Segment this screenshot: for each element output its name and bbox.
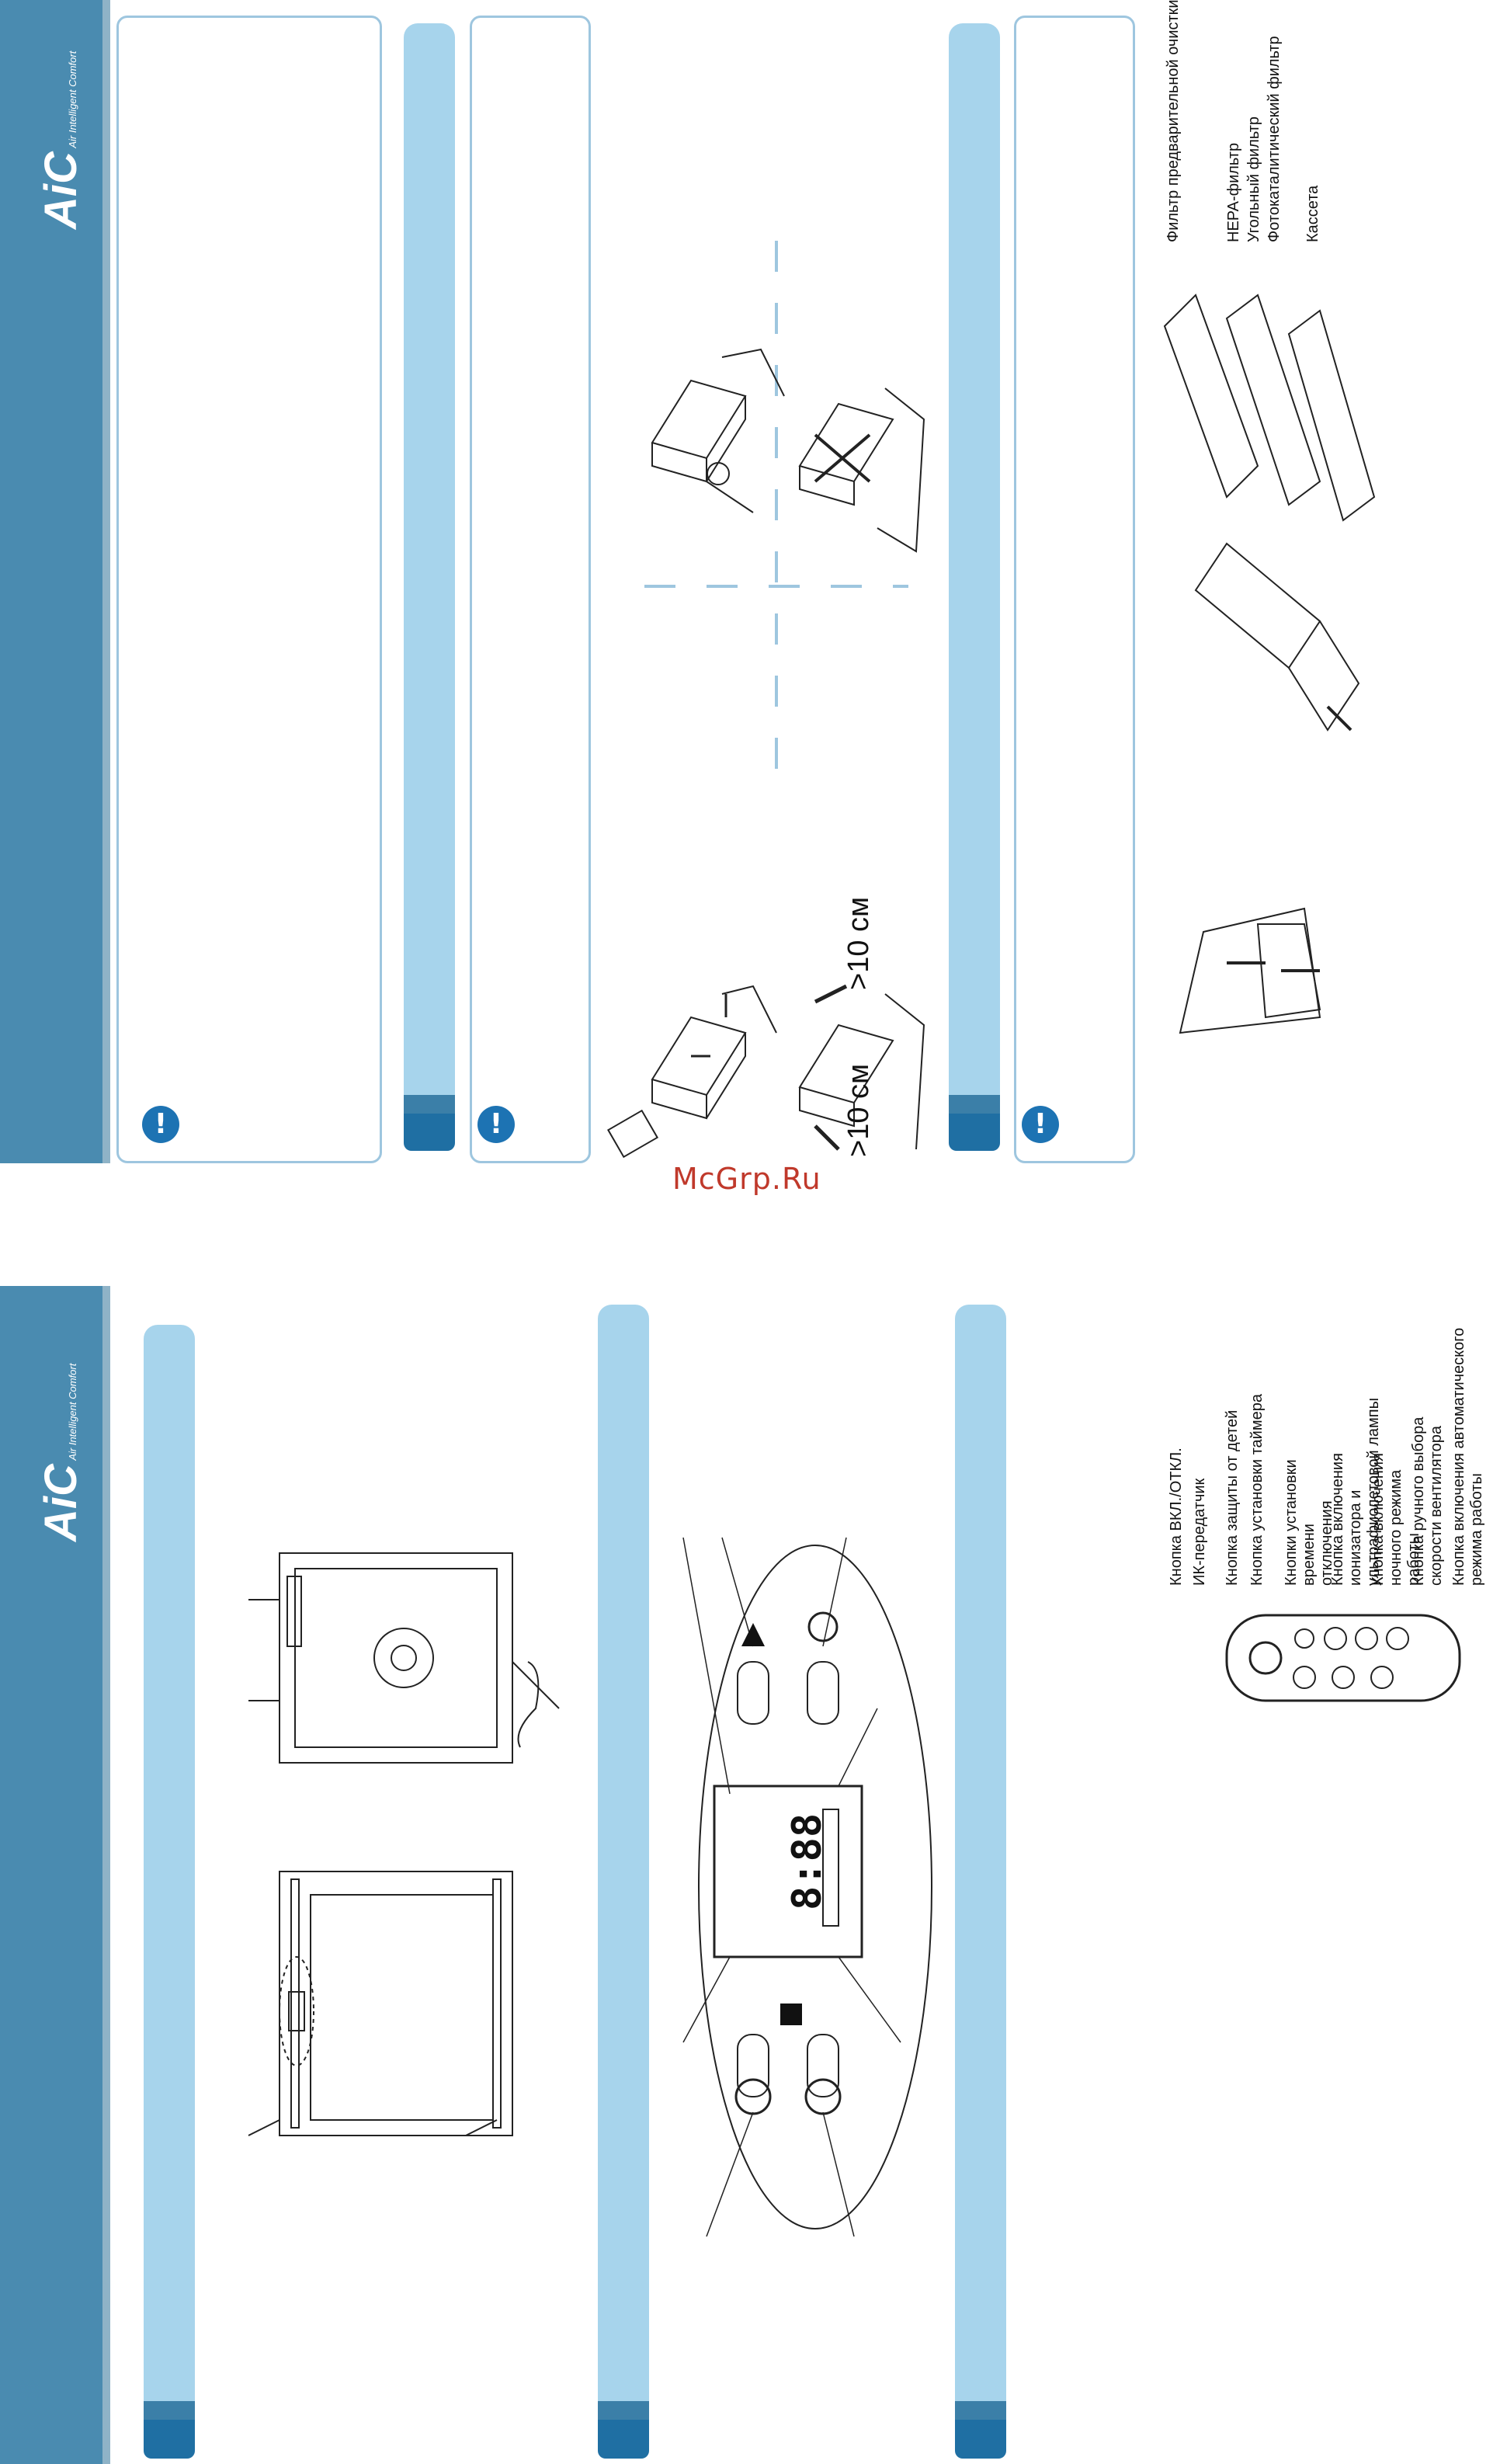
bar-cap-end	[955, 2420, 1006, 2459]
device-views	[248, 1552, 560, 2136]
display-indicator-bars	[822, 1809, 839, 1927]
watermark: McGrp.Ru	[672, 1162, 821, 1196]
filter-label-hepa: HEPA-фильтр	[1225, 142, 1242, 242]
bar-cap	[598, 2401, 649, 2420]
bar-cap-end	[404, 1114, 455, 1151]
installation-illustrations	[606, 241, 925, 1159]
remote-label-timer: Кнопка установки таймера	[1248, 1394, 1266, 1586]
top-sidebar	[0, 0, 102, 1163]
filter-label-cassette: Кассета	[1304, 185, 1321, 242]
remote-label-time-off: Кнопки установки времени отключения	[1283, 1459, 1335, 1586]
section-bar-top-1	[404, 23, 455, 1151]
section-bar-top-2	[949, 23, 1000, 1151]
warning-icon: !	[1022, 1106, 1059, 1143]
remote-label-power: Кнопка ВКЛ./ОТКЛ.	[1168, 1447, 1185, 1586]
bar-cap	[955, 2401, 1006, 2420]
top-sidebar-edge	[102, 0, 110, 1163]
panel-installation	[470, 16, 591, 1163]
bottom-brand-logo: AiC Air Intelligent Comfort	[35, 1364, 89, 1541]
remote-label-ir: ИК-передатчик	[1191, 1478, 1208, 1586]
section-bar-bottom-3	[955, 1305, 1006, 2459]
remote-label-auto: Кнопка включения автоматического режима …	[1450, 1327, 1485, 1586]
panel-top-1	[116, 16, 382, 1163]
brand-logo-text: AiC	[36, 151, 86, 229]
brand-tagline: Air Intelligent Comfort	[67, 1363, 78, 1461]
warning-icon: !	[142, 1106, 179, 1143]
filter-label-carbon: Угольный фильтр	[1245, 116, 1262, 242]
distance-label-right: >10 см	[842, 896, 875, 990]
section-bar-bottom-2	[598, 1305, 649, 2459]
filter-label-prefilter: Фильтр предварительной очистки	[1165, 0, 1182, 242]
remote-label-fan-speed: Кнопка ручного выбора скорости вентилято…	[1410, 1416, 1445, 1586]
bottom-sidebar	[0, 1286, 102, 2464]
panel-filters	[1014, 16, 1135, 1163]
distance-label-left: >10 см	[842, 1063, 875, 1157]
bar-cap-end	[949, 1114, 1000, 1151]
bar-cap	[949, 1095, 1000, 1114]
section-bar-bottom-1	[144, 1325, 195, 2459]
brand-tagline: Air Intelligent Comfort	[67, 50, 78, 148]
bar-cap	[404, 1095, 455, 1114]
top-brand-logo: AiC Air Intelligent Comfort	[35, 51, 89, 229]
warning-icon: !	[477, 1106, 515, 1143]
control-panel-diagram	[682, 1537, 932, 2237]
filter-illustrations	[1163, 294, 1376, 1034]
bar-cap-end	[598, 2420, 649, 2459]
remote-control	[1225, 1614, 1461, 1702]
brand-logo-text: AiC	[36, 1464, 86, 1541]
bottom-sidebar-edge	[102, 1286, 110, 2464]
bar-cap	[144, 2401, 195, 2420]
bar-cap-end	[144, 2420, 195, 2459]
remote-label-child-lock: Кнопка защиты от детей	[1224, 1409, 1241, 1586]
filter-label-photocatalytic: Фотокаталитический фильтр	[1266, 36, 1283, 242]
display-digits: 8:88	[784, 1812, 831, 1910]
